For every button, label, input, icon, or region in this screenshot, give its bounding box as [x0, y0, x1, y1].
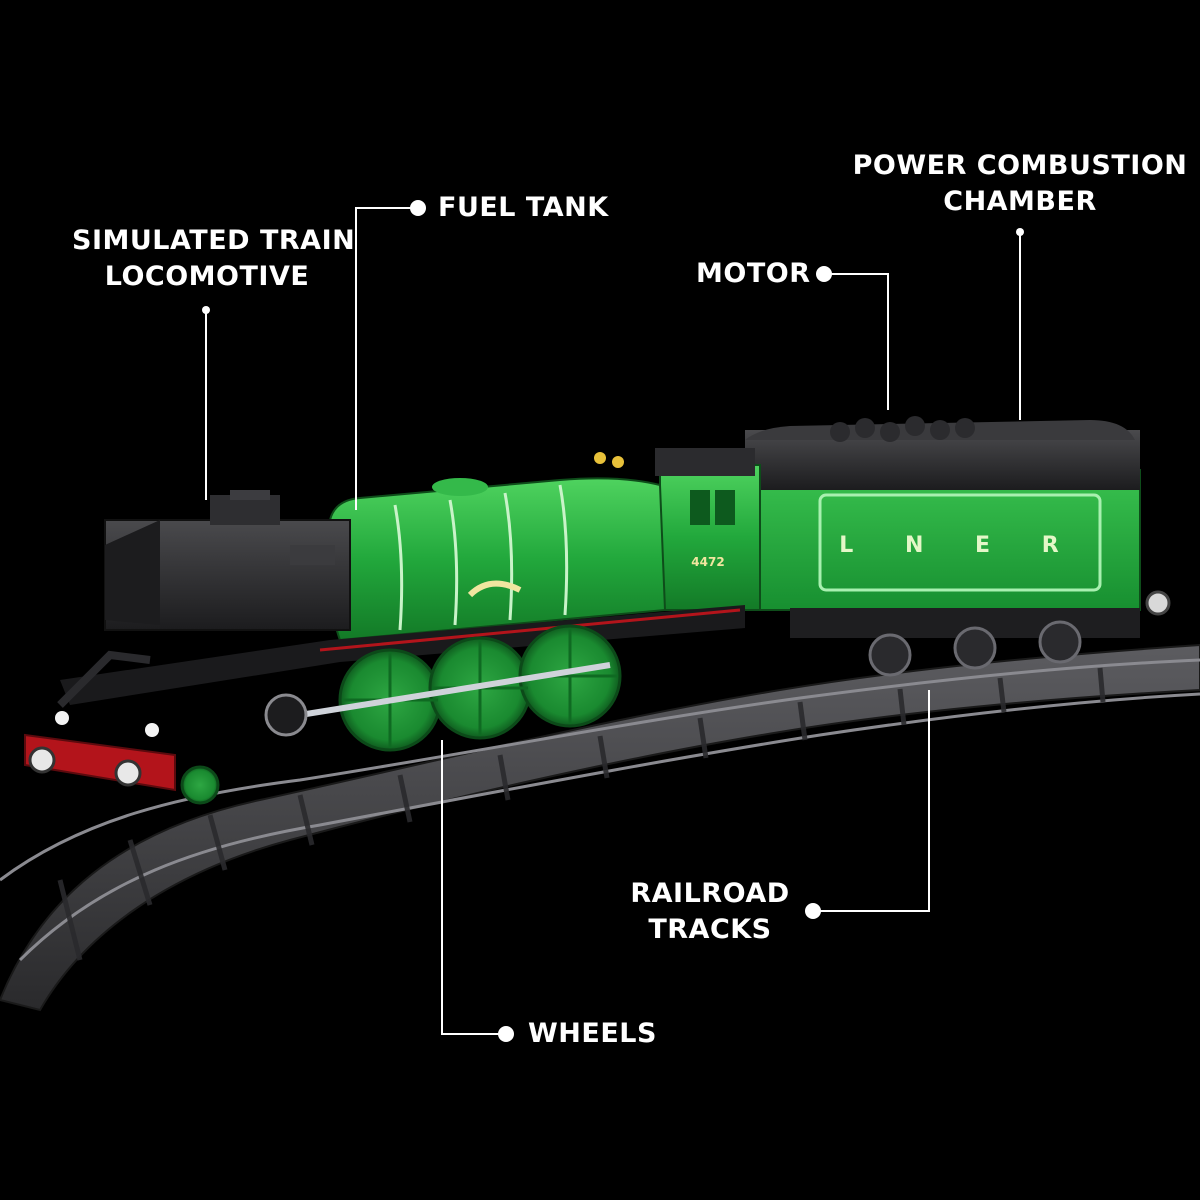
driving-wheels	[180, 624, 622, 805]
fuel-tank-dot	[410, 200, 426, 216]
callout-dots	[202, 200, 1024, 1042]
front-buffer-beam	[24, 650, 176, 792]
locomotive-smokebox	[104, 490, 351, 631]
fuel-tank-label: FUEL TANK	[438, 190, 609, 226]
wheels-leader	[441, 740, 506, 1035]
combustion-chamber-label: POWER COMBUSTION CHAMBER	[850, 148, 1190, 220]
railroad-tracks	[0, 643, 1200, 1012]
fuel-tank-line1: FUEL TANK	[438, 192, 609, 223]
wheels-label: WHEELS	[528, 1016, 657, 1052]
locomotive-cab: 4472	[594, 448, 761, 611]
railroad-tracks-line2: TRACKS	[648, 914, 772, 945]
fuel-tank-leader	[355, 207, 418, 510]
wheels-line1: WHEELS	[528, 1018, 657, 1049]
motor-label: MOTOR	[696, 256, 810, 292]
tender-wheels	[868, 620, 1082, 677]
motor-dot	[816, 266, 832, 282]
callout-lines	[205, 207, 1021, 1035]
combustion-chamber-line2: CHAMBER	[943, 186, 1097, 217]
locomotive-number: 4472	[691, 555, 724, 569]
motor-line1: MOTOR	[696, 258, 811, 289]
simulated-locomotive-line2: LOCOMOTIVE	[104, 261, 310, 292]
combustion-chamber-line1: POWER COMBUSTION	[852, 150, 1188, 181]
motor-leader	[824, 273, 889, 410]
tender-car: L N E R	[745, 416, 1171, 677]
simulated-locomotive-label: SIMULATED TRAIN LOCOMOTIVE	[72, 223, 356, 295]
railroad-tracks-line1: RAILROAD	[630, 878, 790, 909]
simulated-locomotive-line1: SIMULATED TRAIN	[72, 225, 356, 256]
railroad-tracks-dot	[805, 903, 821, 919]
simulated-locomotive-dot	[202, 306, 210, 314]
locomotive-boiler	[327, 477, 667, 642]
tender-livery-text: L N E R	[839, 533, 1080, 558]
railroad-tracks-leader	[813, 690, 930, 912]
wheels-dot	[498, 1026, 514, 1042]
railroad-tracks-label: RAILROAD TRACKS	[620, 876, 800, 948]
combustion-chamber-dot	[1016, 228, 1024, 236]
